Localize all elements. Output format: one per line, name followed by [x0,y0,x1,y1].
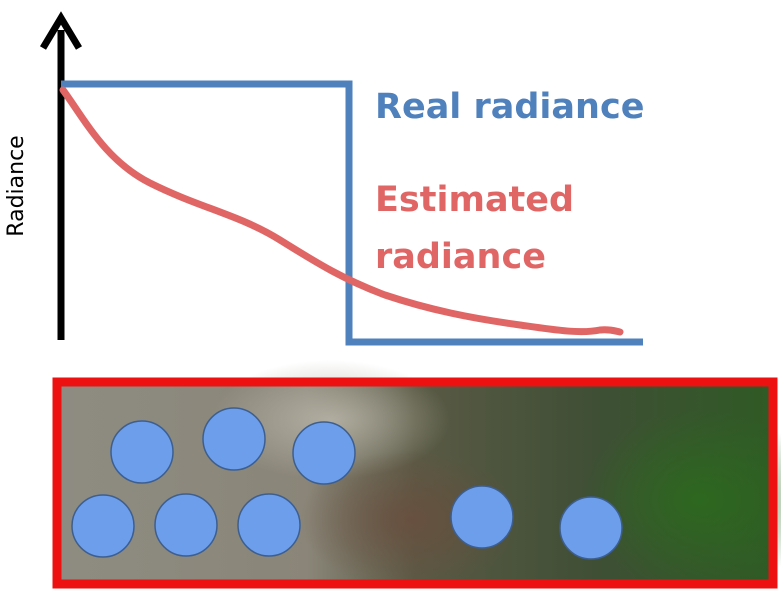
legend-estimated-radiance-line2: radiance [375,237,546,277]
series-estimated-radiance-line [59,86,624,336]
y-axis-label: Radiance [4,135,29,236]
sample-dot [237,493,301,557]
sample-dot [154,493,218,557]
sample-image-strip [52,360,781,590]
strip-border [52,377,778,589]
y-axis-arrow-icon [39,11,83,50]
strip-blur-light [210,360,450,480]
legend-real-radiance: Real radiance [375,87,644,127]
strip-blur-green [580,410,781,590]
sample-dot [71,494,135,558]
sample-dots [71,407,623,560]
sample-dot [202,407,266,471]
sample-dot [110,420,174,484]
sample-dot [292,421,356,485]
legend-estimated-radiance-line1: Estimated [375,180,574,220]
strip-blur-brown [300,450,520,590]
sample-dot [559,496,623,560]
y-axis [39,11,83,340]
series-real-radiance-line [61,80,643,346]
sample-dot [450,485,514,549]
